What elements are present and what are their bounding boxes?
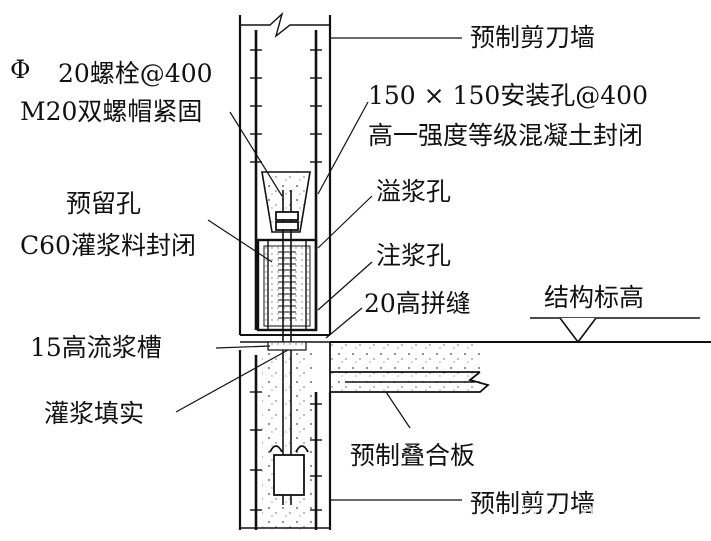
bolt-diameter-symbol: Φ bbox=[10, 55, 31, 84]
leader-lines bbox=[175, 37, 462, 501]
label-install-hole-seal: 高一强度等级混凝土封闭 bbox=[368, 121, 643, 150]
label-bolt-spec: 20螺栓@400 bbox=[58, 59, 213, 88]
upper-wall bbox=[238, 11, 332, 335]
label-grout-seal: C60灌浆料封闭 bbox=[20, 231, 196, 260]
horizontal-joint bbox=[240, 334, 330, 351]
lower-wall bbox=[238, 350, 332, 530]
label-joint-20: 20高拼缝 bbox=[364, 289, 471, 318]
label-precast-wall-bottom: 预制剪刀墙 bbox=[470, 489, 595, 518]
label-reserved-hole: 预留孔 bbox=[66, 189, 141, 218]
watermark: 知乎 @装配式建筑 bbox=[520, 506, 670, 527]
label-install-hole: 150 × 150安装孔@400 bbox=[368, 81, 648, 110]
label-double-nut: M20双螺帽紧固 bbox=[20, 97, 202, 126]
label-precast-wall-top: 预制剪刀墙 bbox=[470, 23, 595, 52]
label-overflow-hole: 溢浆孔 bbox=[376, 177, 451, 206]
structure-level-marker bbox=[530, 317, 711, 344]
label-grout-fill: 灌浆填实 bbox=[44, 399, 144, 428]
label-grout-hole: 注浆孔 bbox=[376, 241, 451, 270]
label-structure-level: 结构标高 bbox=[544, 283, 644, 312]
composite-slab bbox=[329, 341, 711, 393]
label-flow-groove: 15高流浆槽 bbox=[30, 333, 162, 362]
label-composite-slab: 预制叠合板 bbox=[350, 441, 475, 470]
